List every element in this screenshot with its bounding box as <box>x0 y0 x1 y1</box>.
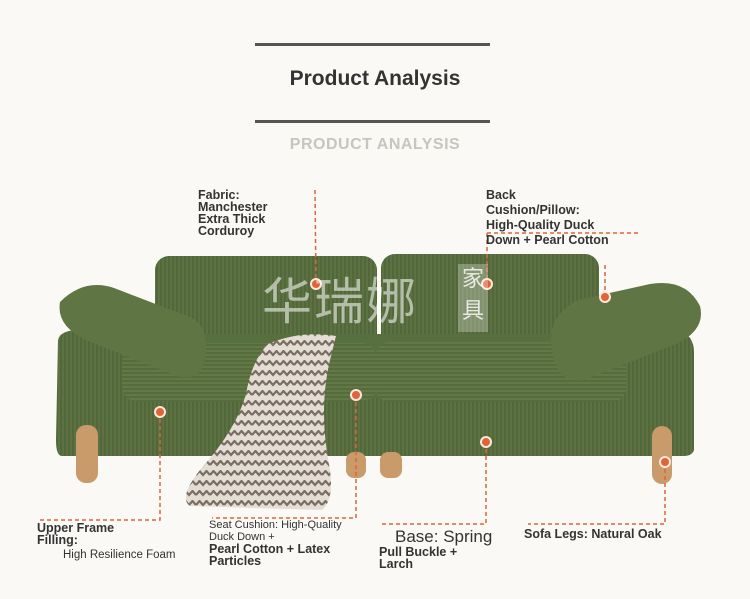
page-title: Product Analysis <box>289 67 461 90</box>
label-seat-cushion: Seat Cushion: High-Quality Duck Down + P… <box>209 519 342 567</box>
label-line: Filling: <box>37 533 78 547</box>
annotation-dots <box>154 278 671 468</box>
label-line: High-Quality Duck <box>486 218 595 232</box>
label-sofa-legs: Sofa Legs: Natural Oak <box>524 527 662 541</box>
line-upper <box>40 412 161 521</box>
label-line: Fabric: <box>198 188 240 202</box>
label-line: Corduroy <box>198 224 255 238</box>
leg-front-right <box>652 426 672 484</box>
line-legs <box>528 462 666 525</box>
back-cushion-right <box>381 254 599 348</box>
brand-watermark-box: 家具 <box>458 264 488 332</box>
line-seat <box>212 395 357 519</box>
label-line: Cushion/Pillow: <box>486 203 580 217</box>
label-line: Back <box>486 188 516 202</box>
line-fabric <box>314 189 317 285</box>
dot-legs <box>659 456 671 468</box>
label-upper-frame: Upper Frame Filling: High Resilience Foa… <box>37 522 176 561</box>
dot-base <box>480 436 492 448</box>
dot-upper <box>154 406 166 418</box>
label-base: Base: Spring Pull Buckle + Larch <box>379 527 493 571</box>
label-line: Down + Pearl Cotton <box>486 233 609 247</box>
label-fabric: Fabric: Manchester Extra Thick Corduroy <box>198 188 268 238</box>
label-line: High Resilience Foam <box>63 549 176 561</box>
dot-seat <box>350 389 362 401</box>
dot-pillow <box>599 291 611 303</box>
leg-front-left <box>76 425 98 483</box>
leg-front-mid-right <box>380 452 402 478</box>
brand-watermark: 华瑞娜 <box>262 273 418 331</box>
label-back-cushion: Back Cushion/Pillow: High-Quality Duck D… <box>486 188 609 248</box>
pillow-left <box>59 285 207 378</box>
pillow-right <box>551 282 701 381</box>
page-subtitle: PRODUCT ANALYSIS <box>289 136 461 153</box>
label-line: Pull Buckle + <box>379 545 458 559</box>
label-line: Base: Spring <box>395 527 493 546</box>
line-back <box>486 232 640 284</box>
annotation-lines <box>40 189 666 525</box>
label-line: Pearl Cotton + Latex <box>209 542 331 556</box>
label-line: Upper Frame <box>37 521 115 535</box>
throw-blanket <box>185 334 336 510</box>
label-line: Seat Cushion: High-Quality <box>209 519 342 531</box>
arm-left <box>56 330 128 456</box>
arm-right <box>620 330 694 456</box>
back-cushion-left <box>155 256 377 348</box>
label-line: Manchester <box>198 200 268 214</box>
dot-fabric <box>310 278 322 290</box>
dot-back <box>481 278 493 290</box>
label-line: Extra Thick <box>198 212 266 226</box>
label-line: Particles <box>209 554 262 568</box>
header-rule-top <box>255 43 490 46</box>
header-rule-bottom <box>255 120 490 123</box>
label-line: Duck Down + <box>209 531 275 543</box>
label-line: Larch <box>379 557 414 571</box>
